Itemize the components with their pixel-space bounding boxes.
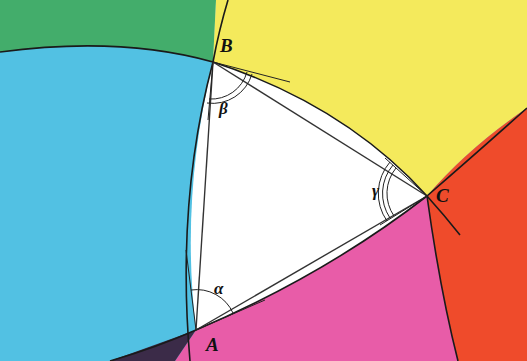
- tangent-b-bc: [213, 62, 290, 82]
- triangle-face: [191, 62, 427, 330]
- arc-c-boundary: [427, 196, 458, 361]
- arc-ca: [110, 108, 527, 361]
- angle-mark-gamma: [383, 165, 393, 218]
- tangent-a-ac: [196, 300, 265, 330]
- angle-label: β: [219, 100, 228, 117]
- chord-ca: [196, 196, 427, 330]
- angle-label: γ: [372, 182, 379, 199]
- vertex-label: A: [206, 335, 219, 354]
- vertex-label: B: [220, 36, 233, 55]
- tangent-c-cb: [385, 158, 427, 196]
- angle-mark-beta: [207, 74, 252, 103]
- angle-label: α: [214, 280, 223, 297]
- chord-bc: [213, 62, 427, 196]
- angle-mark-gamma: [378, 162, 390, 221]
- green-region: [0, 0, 216, 62]
- angle-mark-beta: [209, 72, 247, 99]
- vertex-label: C: [436, 186, 449, 205]
- angle-mark-gamma: [387, 168, 396, 216]
- angle-mark-alpha: [191, 290, 233, 313]
- arc-bc: [0, 46, 460, 235]
- tangent-b-ba: [208, 62, 213, 120]
